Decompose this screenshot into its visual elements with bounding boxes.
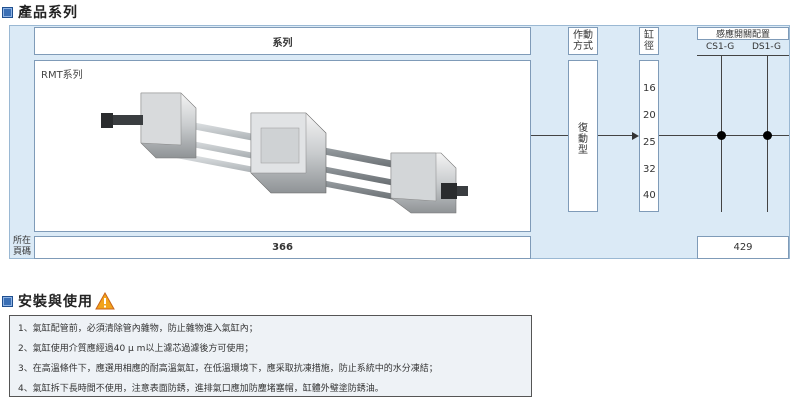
bore-value: 40 (643, 190, 656, 201)
series-header-label: 系列 (272, 37, 293, 49)
operation-header: 作動 方式 (568, 27, 598, 55)
page-series-value: 366 (272, 242, 293, 253)
bore-value: 32 (643, 164, 656, 175)
connector-line (531, 135, 568, 136)
products-section-header: 產品系列 (2, 3, 78, 21)
usage-note: 2、氣缸使用介質應經過40 μ m以上濾芯過濾後方可使用； (18, 344, 254, 354)
usage-notes-box (9, 315, 532, 397)
usage-note: 4、氣缸拆下長時間不使用，注意表面防銹，進排氣口應加防塵堵塞帽，缸體外璧塗防銹油… (18, 384, 384, 394)
operation-header-label: 作動 方式 (573, 30, 593, 52)
operation-cell: 復 動 型 (568, 60, 598, 212)
switch-subheader: CS1-G DS1-G (697, 41, 789, 56)
connector-line (598, 135, 633, 136)
arrow-right-icon (632, 132, 639, 140)
usage-note: 3、在高溫條件下，應選用相應的耐高溫氣缸，在低溫環境下，應采取抗凍措施，防止系統… (18, 364, 438, 374)
bore-value: 25 (643, 137, 656, 148)
series-name: RMT系列 (41, 70, 83, 81)
usage-note: 1、氣缸配管前，必須清除管內雜物，防止雜物進入氣缸內； (18, 324, 258, 334)
series-product-cell: RMT系列 (34, 60, 531, 232)
bore-header: 缸 徑 (639, 27, 659, 55)
install-title: 安裝與使用 (18, 294, 93, 310)
install-section-header: 安裝與使用 (2, 292, 115, 310)
page-switch-value: 429 (733, 242, 753, 253)
switch-header: 感應開關配置 (697, 27, 789, 40)
switch-header-label: 感應開關配置 (715, 30, 770, 40)
warning-icon (95, 292, 115, 310)
cylinder-product-image (101, 92, 468, 214)
switch-col-cs1g: CS1-G (706, 42, 735, 52)
page-switch-cell: 429 (697, 236, 789, 259)
switch-available-dot (717, 131, 726, 140)
bore-header-label: 缸 徑 (644, 30, 654, 52)
section-bullet-icon (2, 295, 13, 307)
page-series-cell: 366 (34, 236, 531, 259)
bore-value: 20 (643, 110, 656, 121)
bore-value: 16 (643, 83, 656, 94)
operation-value: 復 動 型 (578, 123, 588, 156)
series-header: 系列 (34, 27, 531, 55)
page-label: 所在 頁碼 (12, 236, 31, 257)
bore-cell: 16 20 25 32 40 (639, 60, 659, 212)
page-label-cell: 所在 頁碼 (9, 236, 36, 259)
products-title: 產品系列 (18, 5, 78, 21)
section-bullet-icon (2, 6, 13, 18)
switch-col-ds1g: DS1-G (752, 42, 781, 52)
switch-available-dot (763, 131, 772, 140)
